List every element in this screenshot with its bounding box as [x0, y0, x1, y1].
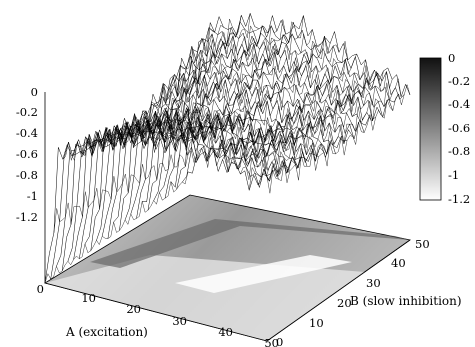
colorbar-gradient [419, 57, 442, 201]
surface-mesh-line [240, 70, 384, 180]
surface-mesh-line [204, 41, 348, 168]
colorbar-tick-label: 0 [448, 51, 455, 65]
surface-mesh-line [164, 40, 388, 199]
surface-mesh-line [142, 74, 365, 202]
y-axis-line [266, 239, 411, 342]
x-tick-label: 50 [264, 336, 279, 347]
surface-mesh-line [147, 68, 371, 211]
z-tick-labels: 0 -0.2 -0.4 -0.6 -0.8 -1 -1.2 [16, 85, 38, 224]
y-tick-label: 30 [366, 276, 381, 290]
surface-mesh-line [151, 21, 295, 153]
surface-mesh-line [89, 18, 233, 151]
surface-mesh-line [178, 40, 322, 151]
y-tick-labels: 0 10 20 30 40 50 [276, 237, 430, 347]
base-map-dark-band [90, 219, 240, 268]
z-tick-label: -1 [27, 189, 38, 203]
z-tick-label: 0 [31, 85, 38, 99]
surface-mesh-line [124, 92, 348, 220]
surface-mesh-line [136, 78, 359, 219]
surface-mesh [44, 12, 411, 284]
base-map-white-streak [175, 255, 352, 293]
colorbar-tick-label: -0.6 [448, 121, 470, 135]
surface-mesh-line [107, 13, 251, 151]
y-axis-label: B (slow inhibition) [350, 294, 462, 308]
surface-mesh-line [53, 149, 198, 233]
surface-mesh-line [186, 36, 331, 156]
y-tick-label: 0 [276, 335, 283, 347]
colorbar-tick-label: -0.2 [448, 74, 470, 88]
colorbar-tick-label: -0.8 [448, 144, 470, 158]
base-map-dark-band [215, 219, 410, 240]
surface-mesh-line [44, 171, 189, 284]
y-tick-label: 50 [415, 237, 430, 251]
axes [44, 92, 411, 342]
surface-mesh-line [182, 20, 405, 183]
x-tick-label: 40 [218, 325, 233, 339]
surface-mesh-line [142, 19, 286, 147]
x-tick-label: 20 [126, 302, 141, 316]
x-tick-label: 30 [172, 314, 187, 328]
x-tick-label: 10 [81, 291, 96, 305]
z-tick-label: -0.8 [16, 168, 38, 182]
surface-mesh-line [176, 32, 399, 190]
surface-mesh-line [71, 27, 215, 161]
x-tick-labels: 0 10 20 30 40 50 [37, 282, 279, 347]
surface-mesh-line [257, 78, 402, 186]
x-axis-label: A (excitation) [65, 325, 148, 339]
colorbar-tick-label: -0.4 [448, 97, 470, 111]
x-axis-line [44, 282, 268, 342]
base-projection-map [43, 194, 411, 342]
surface-mesh-line [187, 12, 411, 174]
z-tick-label: -0.2 [16, 105, 38, 119]
surface-mesh-line [213, 53, 357, 167]
y-tick-label: 10 [309, 316, 324, 330]
surface-mesh-line [195, 44, 340, 163]
z-tick-label: -0.4 [16, 126, 38, 140]
colorbar: 0 -0.2 -0.4 -0.6 -0.8 -1 -1.2 [419, 51, 470, 206]
x-tick-label: 0 [37, 282, 44, 296]
surface-mesh-line [249, 71, 393, 191]
surface-mesh-line [222, 59, 366, 172]
colorbar-tick-label: -1 [448, 168, 459, 182]
y-tick-label: 20 [337, 296, 352, 310]
surface-mesh-line [170, 34, 394, 188]
colorbar-tick-label: -1.2 [448, 192, 470, 206]
surface-mesh-line [124, 24, 268, 149]
y-tick-label: 40 [391, 256, 406, 270]
z-tick-label: -0.6 [16, 147, 38, 161]
z-tick-label: -1.2 [16, 210, 38, 224]
surface-mesh-line [231, 65, 375, 170]
surface-mesh-line [133, 25, 277, 147]
surface-mesh-line [266, 83, 411, 194]
